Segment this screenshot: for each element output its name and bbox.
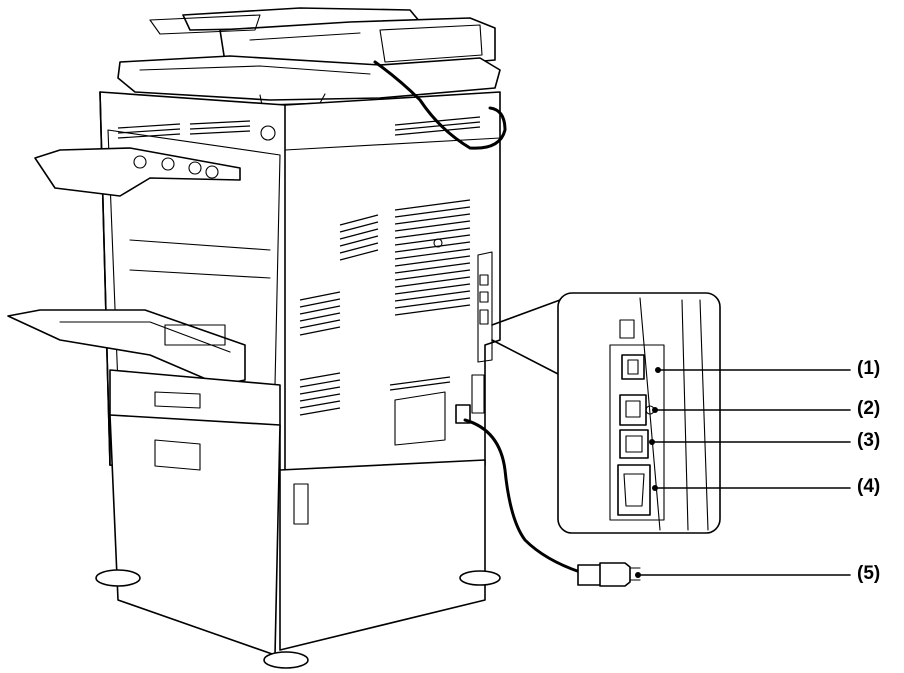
db-connector-icon <box>617 464 651 516</box>
callout-2-label: (2) <box>857 398 881 419</box>
usb-a-port-icon <box>621 354 645 380</box>
callout-1-label: (1) <box>857 358 881 379</box>
scanner-cable <box>373 60 507 150</box>
callout-5-label: (5) <box>857 563 881 584</box>
document-feeder <box>117 7 501 106</box>
usb-b-port-icon <box>619 394 655 426</box>
open-side-tray-lower <box>7 309 246 386</box>
power-plug-icon <box>599 562 641 587</box>
callout-4-label: (4) <box>857 476 881 497</box>
callout-3-label: (3) <box>857 430 881 451</box>
lan-port-icon <box>619 429 649 459</box>
cabinet <box>95 369 501 669</box>
connector-zoom-inset <box>491 292 721 534</box>
callout-leaders <box>635 367 851 578</box>
